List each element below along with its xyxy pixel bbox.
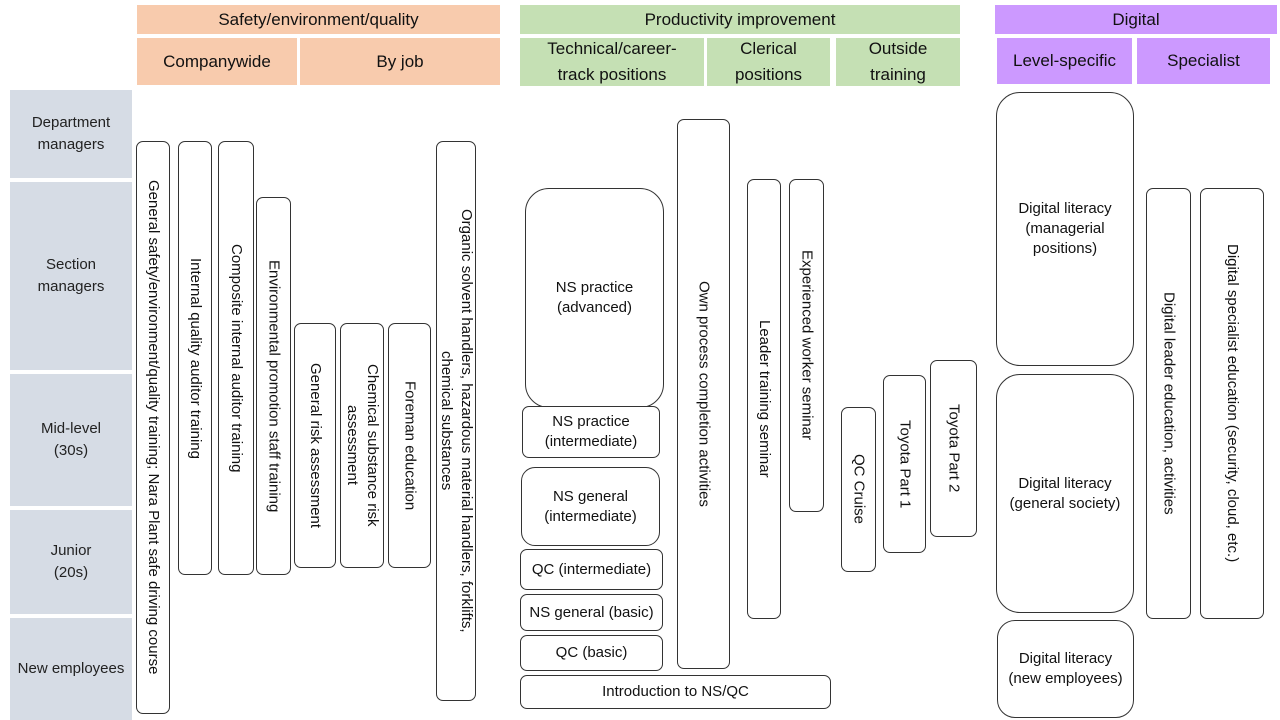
course-ns-general-basic: NS general (basic): [520, 594, 663, 631]
course-environmental-promotion-staff: Environmental promotion staff training: [256, 197, 291, 575]
level-new-employees: New employees: [10, 618, 132, 720]
subheader-level-specific: Level-specific: [997, 38, 1132, 84]
course-leader-training-seminar: Leader training seminar: [747, 179, 781, 619]
course-digital-literacy-general-society: Digital literacy(general society): [996, 374, 1134, 613]
course-organic-solvent-handlers: Organic solvent handlers, hazardous mate…: [436, 141, 476, 701]
level-mid-level: Mid-level(30s): [10, 374, 132, 506]
course-internal-quality-auditor: Internal quality auditor training: [178, 141, 212, 575]
header-productivity-improvement: Productivity improvement: [520, 5, 960, 34]
course-general-safety-training: General safety/environment/quality train…: [136, 141, 170, 714]
course-toyota-part-1: Toyota Part 1: [883, 375, 926, 553]
course-foreman-education: Foreman education: [388, 323, 431, 568]
course-composite-internal-auditor: Composite internal auditor training: [218, 141, 254, 575]
course-toyota-part-2: Toyota Part 2: [930, 360, 977, 537]
course-qc-intermediate: QC (intermediate): [520, 549, 663, 590]
course-digital-literacy-new-employees: Digital literacy(new employees): [997, 620, 1134, 718]
course-qc-basic: QC (basic): [520, 635, 663, 671]
course-ns-general-intermediate: NS general(intermediate): [521, 467, 660, 546]
course-introduction-to-ns-qc: Introduction to NS/QC: [520, 675, 831, 709]
header-safety-environment-quality: Safety/environment/quality: [137, 5, 500, 34]
subheader-by-job: By job: [300, 38, 500, 85]
level-junior: Junior(20s): [10, 510, 132, 614]
subheader-specialist: Specialist: [1137, 38, 1270, 84]
course-qc-cruise: QC Cruise: [841, 407, 876, 572]
course-ns-practice-intermediate: NS practice(intermediate): [522, 406, 660, 458]
header-digital: Digital: [995, 5, 1277, 34]
subheader-technical-career-track: Technical/career-track positions: [520, 38, 704, 86]
course-experienced-worker-seminar: Experienced worker seminar: [789, 179, 824, 512]
course-digital-leader-education: Digital leader education, activities: [1146, 188, 1191, 619]
course-digital-specialist-education: Digital specialist education (security, …: [1200, 188, 1264, 619]
course-own-process-completion: Own process completion activities: [677, 119, 730, 669]
course-ns-practice-advanced: NS practice(advanced): [525, 188, 664, 408]
course-general-risk-assessment: General risk assessment: [294, 323, 336, 568]
subheader-companywide: Companywide: [137, 38, 297, 85]
